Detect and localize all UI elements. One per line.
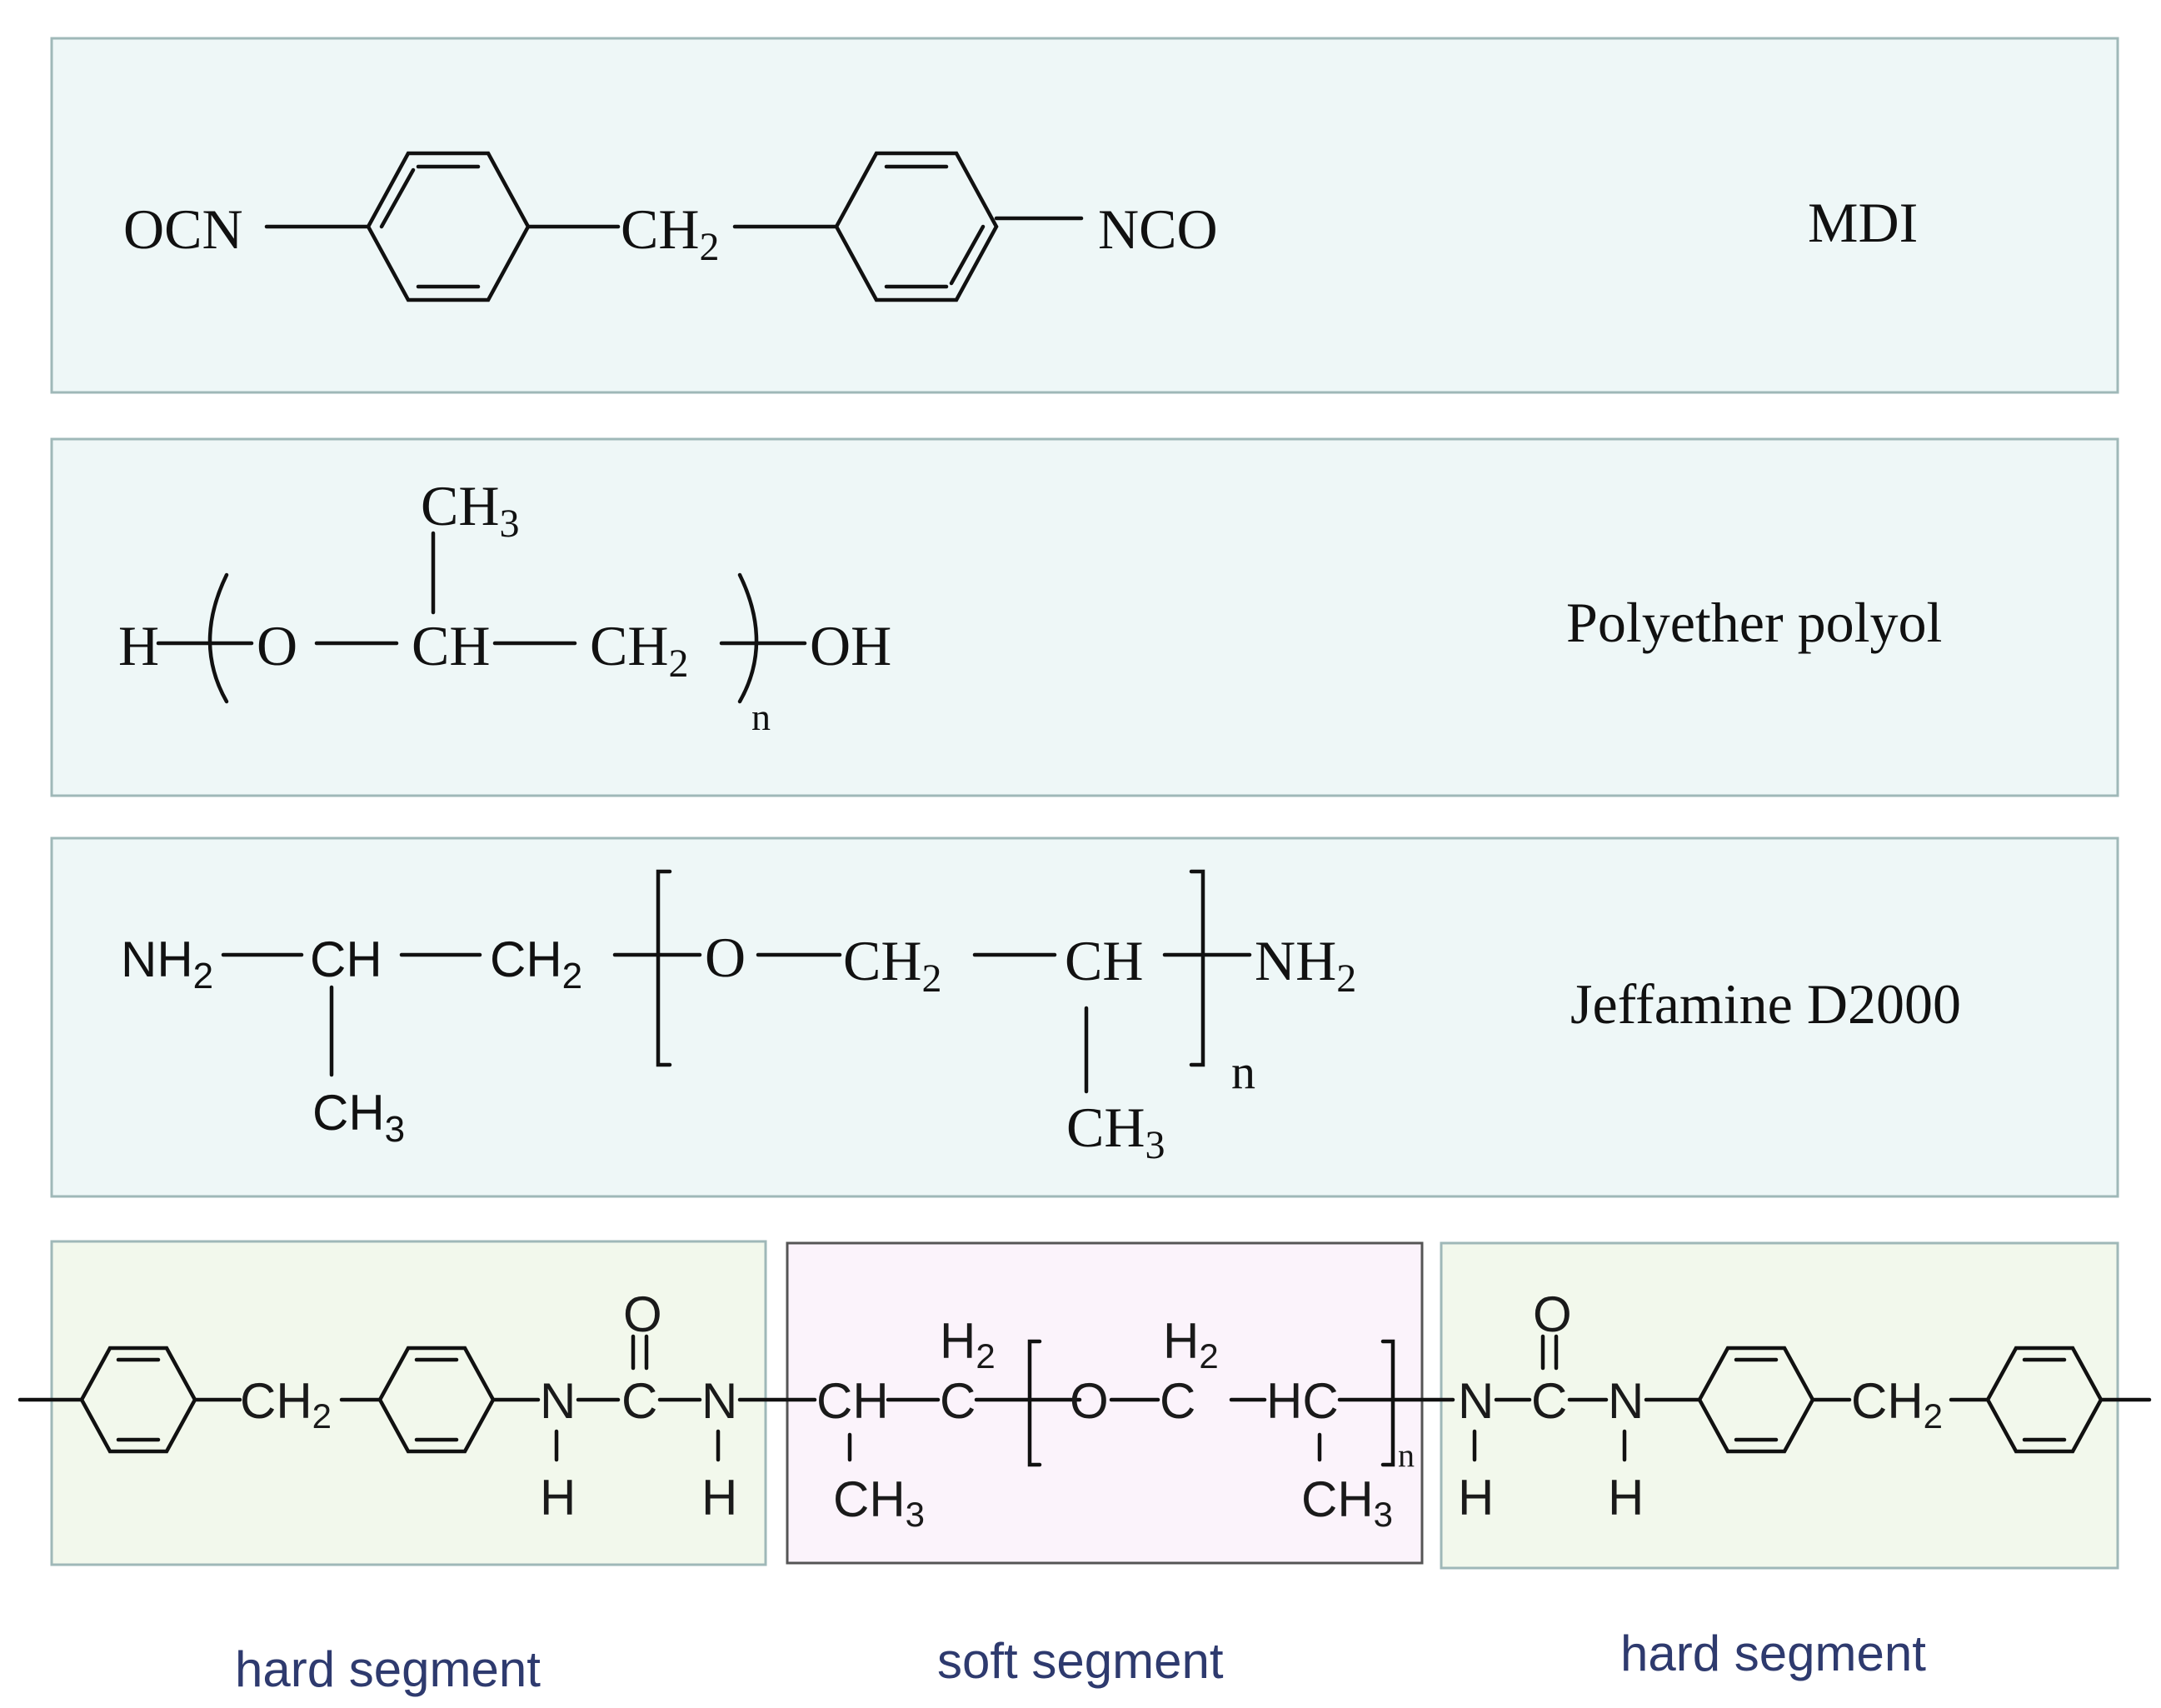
- jeff-nh2-right: NH2: [1255, 929, 1356, 1001]
- polyol-ch: CH: [412, 614, 490, 677]
- segment-label-hard-left: hard segment: [235, 1641, 541, 1697]
- bracket-right: [1380, 1339, 1395, 1467]
- panel-label-mdi: MDI: [1808, 191, 1918, 254]
- chain-c-a: C: [940, 1373, 976, 1429]
- segment-label-soft: soft segment: [937, 1633, 1224, 1689]
- polyol-n: n: [751, 696, 771, 738]
- chain-n4: N: [1608, 1373, 1644, 1429]
- jeff-ch3-a: CH3: [312, 1085, 405, 1150]
- mdi-nco: NCO: [1098, 197, 1218, 261]
- jeff-o: O: [705, 926, 746, 989]
- ring-double-bond: [949, 224, 986, 286]
- polymer-chain: CH2 N H C O N H CH CH3 C H2 O C H2 HC: [17, 1286, 2152, 1534]
- chain-n1: N: [540, 1373, 576, 1429]
- jeff-ch: CH: [310, 931, 382, 987]
- chain-n2: N: [701, 1373, 737, 1429]
- polyol-structure: H O CH CH3 CH2 n OH: [118, 474, 891, 738]
- bracket-right: [1189, 869, 1205, 1067]
- chain-h2-b: H2: [1163, 1313, 1219, 1376]
- chain-o-mid: O: [1070, 1373, 1109, 1429]
- hard-segment-box-right: [1440, 1241, 2119, 1570]
- chain-c2: C: [1531, 1373, 1567, 1429]
- bracket-left: [656, 869, 672, 1067]
- chain-h3: H: [1458, 1470, 1494, 1526]
- jeff-ch2-a: CH2: [490, 931, 582, 996]
- bracket-right: [737, 572, 759, 704]
- polyol-ch3: CH3: [421, 474, 519, 546]
- hard-segment-box-left: [50, 1240, 767, 1566]
- chain-h2: H: [701, 1470, 737, 1526]
- mdi-structure: OCN CH2 NCO: [123, 151, 1218, 302]
- jeff-n: n: [1231, 1045, 1255, 1099]
- chain-o2: O: [1533, 1286, 1572, 1342]
- chain-h4: H: [1608, 1470, 1644, 1526]
- chain-c-b: C: [1160, 1373, 1195, 1429]
- mdi-ocn: OCN: [123, 197, 243, 261]
- benzene-ring-right: [834, 151, 999, 302]
- polyol-o: O: [257, 614, 297, 677]
- chain-ch2-right: CH2: [1851, 1373, 1943, 1436]
- jeff-nh2-left: NH2: [121, 931, 213, 996]
- segment-label-hard-right: hard segment: [1620, 1626, 1926, 1681]
- chain-ch: CH: [816, 1373, 889, 1429]
- panel-polyol: [50, 437, 2119, 797]
- chain-o1: O: [623, 1286, 662, 1342]
- jeff-ch2-b: CH2: [843, 929, 941, 1001]
- jeff-ch3-b: CH3: [1066, 1096, 1165, 1167]
- jeffamine-structure: NH2 CH CH3 CH2 O CH2 CH CH3 NH2 n: [121, 869, 1356, 1167]
- chain-h1: H: [540, 1470, 576, 1526]
- chain-hc: HC: [1266, 1373, 1339, 1429]
- ring-double-bond: [379, 167, 416, 229]
- chain-c1: C: [621, 1373, 657, 1429]
- panel-label-polyol: Polyether polyol: [1566, 591, 1942, 654]
- chain-n-repeat: n: [1398, 1436, 1415, 1474]
- polyol-oh: OH: [810, 614, 891, 677]
- chain-n3: N: [1458, 1373, 1494, 1429]
- mdi-ch2: CH2: [621, 197, 719, 269]
- soft-segment-box: [786, 1241, 1424, 1565]
- bracket-left: [207, 572, 229, 704]
- jeff-ch-b: CH: [1065, 929, 1143, 992]
- bracket-left: [1027, 1339, 1042, 1467]
- chain-ch2-left: CH2: [240, 1373, 332, 1436]
- chain-h2-a: H2: [940, 1313, 996, 1376]
- polyol-h: H: [118, 614, 159, 677]
- polyol-ch2: CH2: [590, 614, 688, 686]
- panel-label-jeffamine: Jeffamine D2000: [1570, 972, 1961, 1036]
- panel-mdi: [50, 37, 2119, 394]
- chain-ch3-a: CH3: [833, 1471, 925, 1534]
- chain-ch3-b: CH3: [1301, 1471, 1393, 1534]
